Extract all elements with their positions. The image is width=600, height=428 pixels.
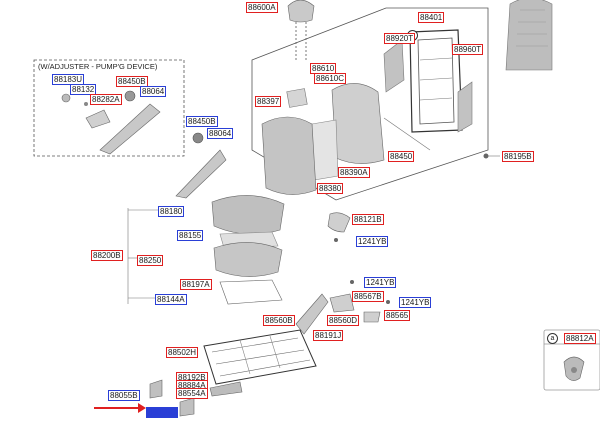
part-label-88450b[interactable]: 88450B [186, 116, 218, 127]
side-bolster-right [457, 81, 473, 133]
cushion-pad [213, 242, 283, 277]
part-label-88610c[interactable]: 88610C [314, 73, 347, 84]
part-label-88183u[interactable]: 88183U [52, 74, 85, 85]
part-label-88155[interactable]: 88155 [177, 230, 204, 241]
part-label-88064[interactable]: 88064 [207, 128, 234, 139]
part-label-88812a[interactable]: 88812A [564, 333, 596, 344]
part-label-88055c-selected[interactable]: 88055C [146, 407, 179, 418]
part-label-88560d[interactable]: 88560D [327, 315, 360, 326]
cushion-cover [211, 195, 285, 235]
part-label-88200b[interactable]: 88200B [91, 250, 123, 261]
part-label-88121b[interactable]: 88121B [352, 214, 384, 225]
backrest-group-frame [251, 7, 489, 201]
part-label-88401[interactable]: 88401 [418, 12, 445, 23]
part-label-88191j[interactable]: 88191J [313, 330, 344, 341]
part-label-88920t[interactable]: 88920T [384, 33, 416, 44]
track-cover-drawing [209, 381, 243, 397]
recliner-drawing [175, 132, 227, 199]
trim-cover-left [149, 379, 163, 399]
side-cover-drawing [295, 293, 329, 335]
legend-box-frame [543, 329, 600, 391]
part-label-88180[interactable]: 88180 [158, 206, 185, 217]
backrest-cover-front [261, 116, 317, 195]
backrest-pad [311, 119, 339, 181]
part-label-88450b-inset[interactable]: 88450B [116, 76, 148, 87]
part-label-1241yb-lower[interactable]: 1241YB [399, 297, 432, 308]
part-label-88565[interactable]: 88565 [384, 310, 411, 321]
part-label-88195b[interactable]: 88195B [502, 151, 534, 162]
inset-adjuster-drawing [61, 90, 161, 155]
part-label-88064-inset[interactable]: 88064 [140, 86, 167, 97]
headrest-drawing [287, 0, 315, 60]
backrest-cover-rear [331, 83, 385, 164]
part-label-88450[interactable]: 88450 [388, 151, 415, 162]
trim-cover-front [179, 397, 195, 417]
legend-clip-drawing [563, 356, 585, 381]
side-bolster-left [383, 39, 405, 93]
part-label-88282a[interactable]: 88282A [90, 94, 122, 105]
part-label-88197a[interactable]: 88197A [180, 279, 212, 290]
knob-drawing [327, 212, 351, 233]
legend-letter: a [547, 333, 558, 344]
part-label-88600a[interactable]: 88600A [246, 2, 278, 13]
part-label-88567b[interactable]: 88567B [352, 291, 384, 302]
seat-reference-drawing [505, 0, 553, 71]
part-label-88055b[interactable]: 88055B [108, 390, 140, 401]
part-label-88380[interactable]: 88380 [317, 183, 344, 194]
part-label-88560b[interactable]: 88560B [263, 315, 295, 326]
part-label-88554a[interactable]: 88554A [176, 388, 208, 399]
cushion-mat [219, 279, 283, 305]
seat-track-drawing [203, 329, 317, 385]
part-label-1241yb-upper[interactable]: 1241YB [356, 236, 389, 247]
part-label-88960t[interactable]: 88960T [452, 44, 484, 55]
part-label-1241yb-middle[interactable]: 1241YB [364, 277, 397, 288]
part-label-88144a[interactable]: 88144A [155, 294, 187, 305]
part-label-88397[interactable]: 88397 [255, 96, 282, 107]
part-label-88502h[interactable]: 88502H [166, 347, 199, 358]
part-label-88390a[interactable]: 88390A [338, 167, 370, 178]
part-label-88250[interactable]: 88250 [137, 255, 164, 266]
part-label-88132[interactable]: 88132 [70, 84, 97, 95]
inset-title: (W/ADJUSTER - PUMP'G DEVICE) [38, 62, 158, 71]
adjuster-inset-frame [33, 59, 185, 157]
lumbar-part [286, 88, 308, 108]
